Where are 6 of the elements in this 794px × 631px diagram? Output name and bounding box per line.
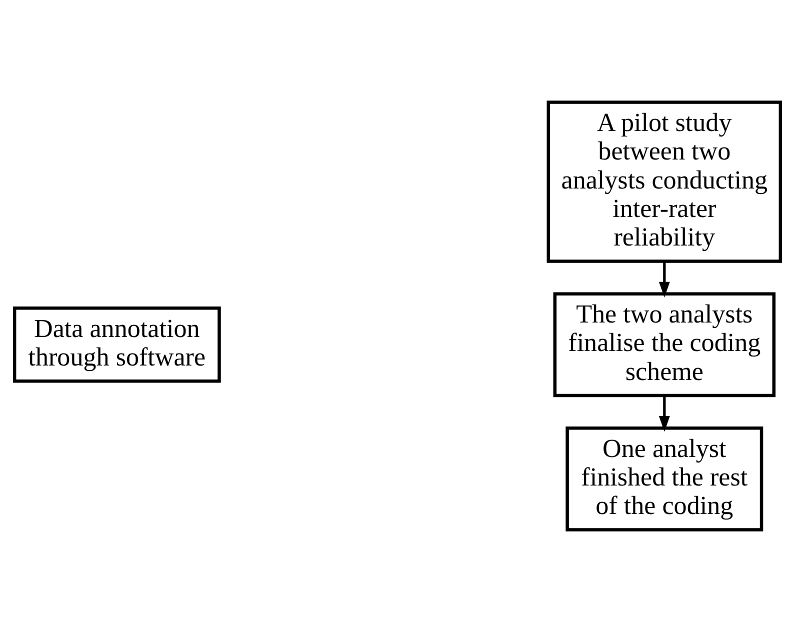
node-box: A pilot study between two analysts conducting inter-rater reliability bbox=[546, 100, 782, 262]
arrow bbox=[658, 395, 670, 432]
arrow bbox=[658, 260, 670, 297]
node-box: The two analysts finalise the coding scheme bbox=[552, 292, 776, 397]
node-box: One analyst finished the rest of the coding bbox=[565, 426, 763, 531]
node-box: Data annotation through software bbox=[12, 306, 220, 382]
